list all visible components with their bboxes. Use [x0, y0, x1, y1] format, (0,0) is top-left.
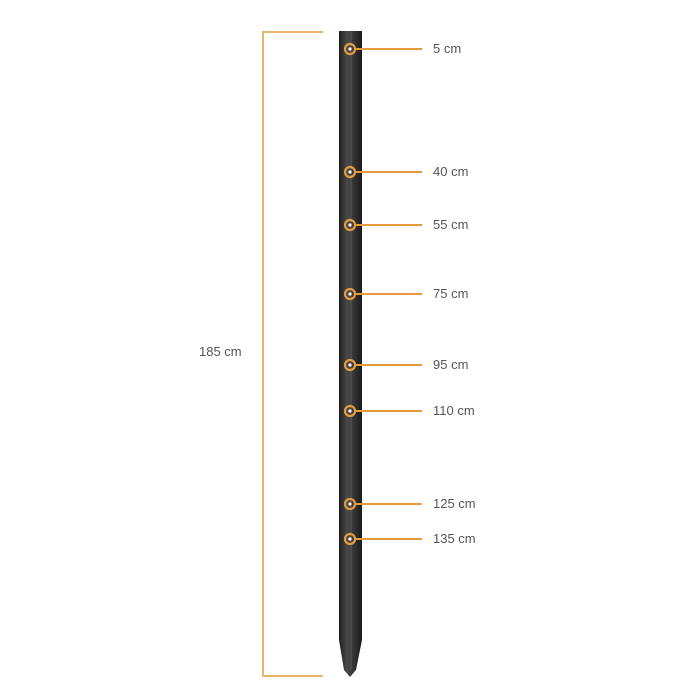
marker-ring-icon — [343, 404, 357, 418]
marker-1 — [343, 165, 422, 179]
marker-dot — [348, 170, 352, 174]
marker-ring-icon — [343, 358, 357, 372]
marker-dot — [348, 47, 352, 51]
marker-4 — [343, 358, 422, 372]
total-height-label: 185 cm — [199, 344, 242, 359]
marker-label: 125 cm — [433, 496, 476, 511]
marker-dot — [348, 292, 352, 296]
marker-ring-icon — [343, 42, 357, 56]
marker-6 — [343, 497, 422, 511]
marker-0 — [343, 42, 422, 56]
marker-5 — [343, 404, 422, 418]
marker-label: 95 cm — [433, 357, 469, 372]
marker-label: 110 cm — [433, 403, 475, 418]
marker-ring-icon — [343, 532, 357, 546]
marker-dot — [348, 409, 352, 413]
marker-2 — [343, 218, 422, 232]
marker-3 — [343, 287, 422, 301]
marker-ring-icon — [343, 165, 357, 179]
marker-label: 40 cm — [433, 164, 469, 179]
marker-dot — [348, 363, 352, 367]
marker-label: 75 cm — [433, 286, 469, 301]
marker-label: 5 cm — [433, 41, 462, 56]
marker-7 — [343, 532, 422, 546]
marker-dot — [348, 223, 352, 227]
marker-dot — [348, 502, 352, 506]
marker-ring-icon — [343, 287, 357, 301]
marker-ring-icon — [343, 497, 357, 511]
marker-dot — [348, 537, 352, 541]
height-bracket — [262, 31, 323, 677]
marker-label: 55 cm — [433, 217, 469, 232]
marker-label: 135 cm — [433, 531, 476, 546]
marker-ring-icon — [343, 218, 357, 232]
